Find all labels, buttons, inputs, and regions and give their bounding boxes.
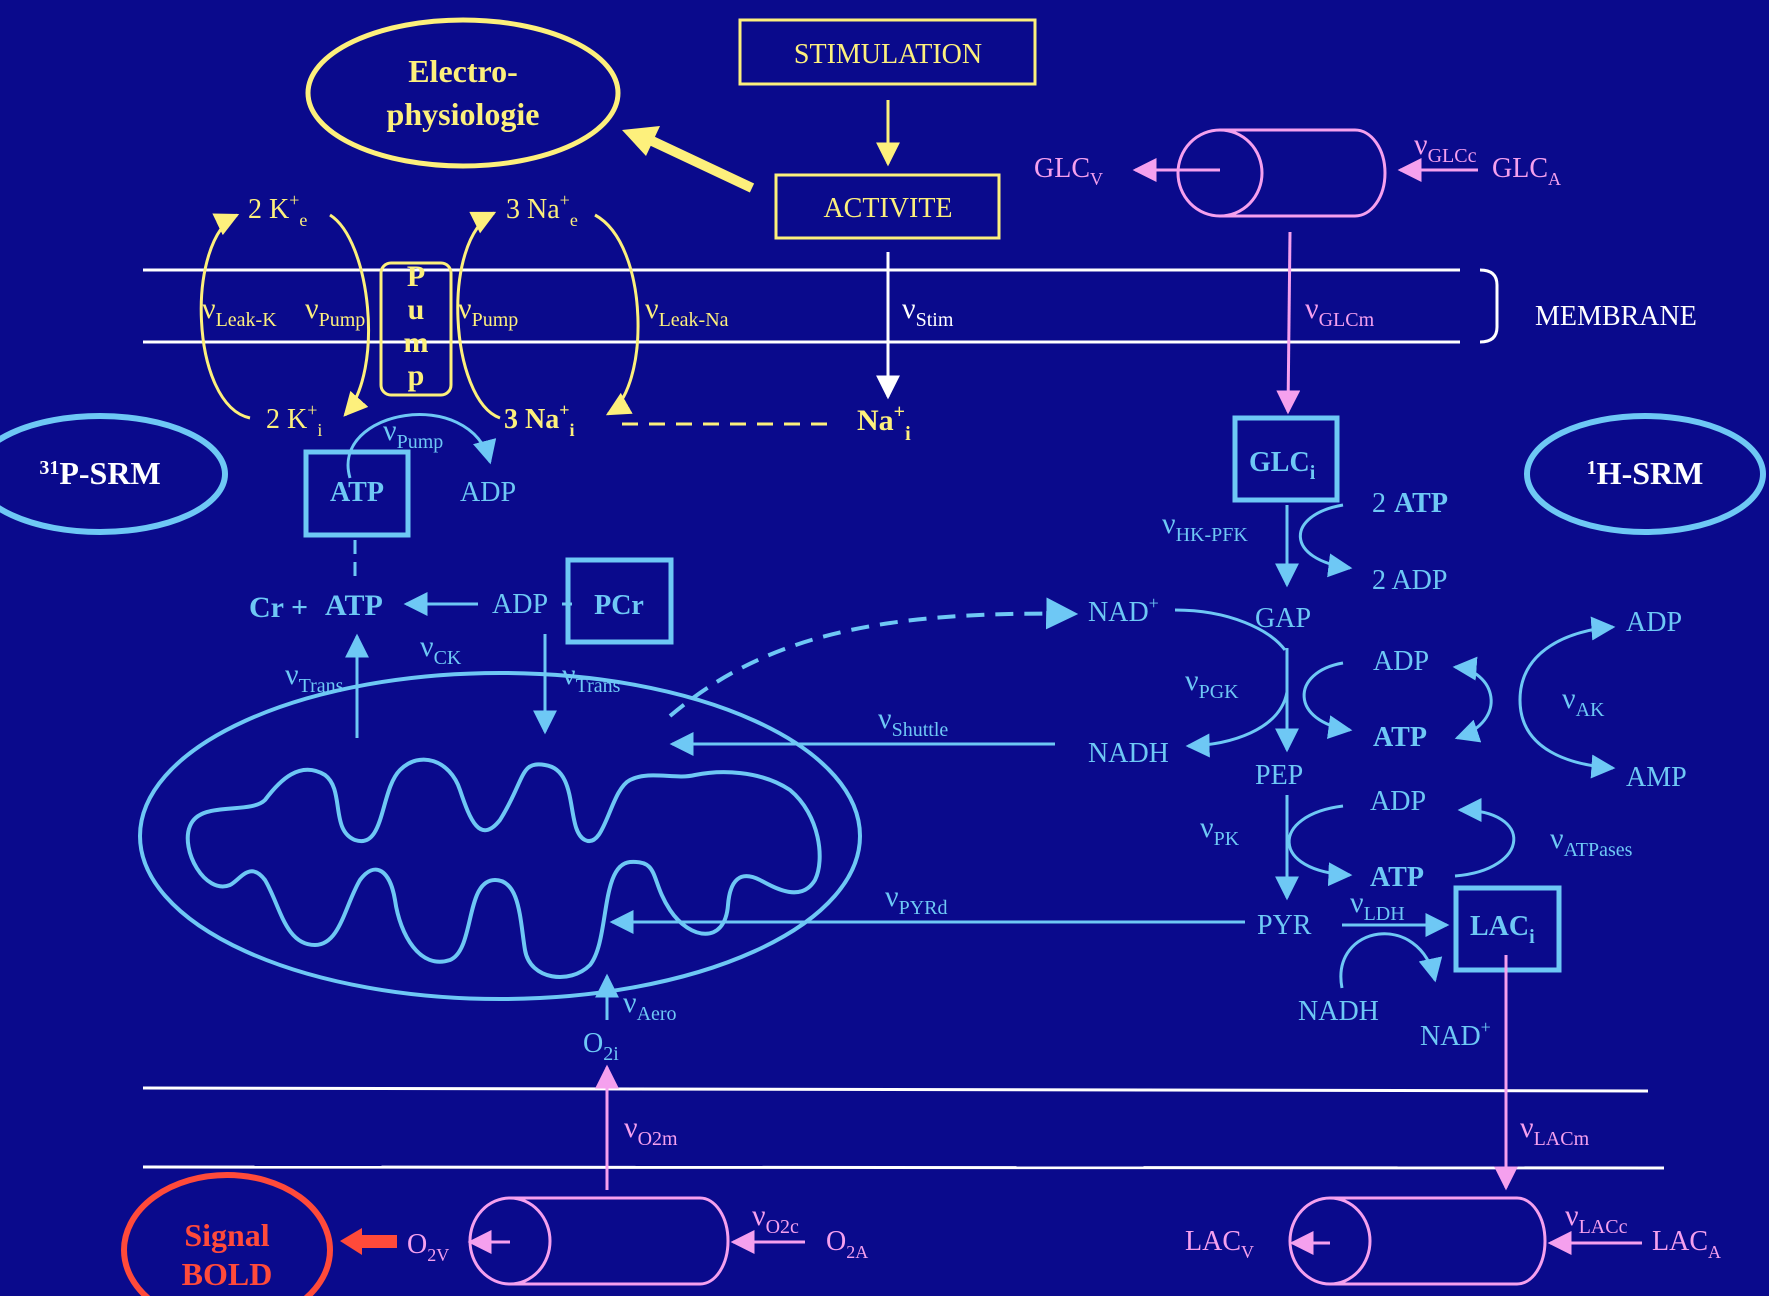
adp-pump-label: ADP bbox=[460, 477, 516, 508]
vessel-wall-top bbox=[143, 1088, 1648, 1091]
na-intracellular-label: 3 Na+i bbox=[504, 400, 575, 440]
ak-adp-arrow bbox=[1455, 667, 1491, 738]
glc-a-label: GLCA bbox=[1492, 153, 1561, 189]
v-o2m-label: νO2m bbox=[624, 1111, 678, 1150]
o2v-label: O2V bbox=[407, 1229, 449, 1265]
hk-pfk-atp-arrow bbox=[1300, 505, 1350, 568]
nad-plus-label: NAD+ bbox=[1088, 593, 1159, 628]
atp-pk-label: ATP bbox=[1370, 862, 1424, 893]
membrane-label: MEMBRANE bbox=[1535, 301, 1697, 332]
adp-pk-label: ADP bbox=[1370, 786, 1426, 817]
o2a-label: O2A bbox=[826, 1226, 868, 1262]
v-pump-k-label: νPump bbox=[305, 292, 365, 331]
mitochondrion-outer bbox=[140, 673, 860, 999]
v-pump-na-label: νPump bbox=[458, 292, 518, 331]
vessel-wall-bottom bbox=[143, 1167, 1664, 1168]
pyr-label: PYR bbox=[1257, 910, 1312, 941]
cr-label: Cr + bbox=[249, 591, 308, 624]
nadh-shuttle-label: NADH bbox=[1088, 738, 1169, 769]
nadh-ldh-label: NADH bbox=[1298, 996, 1379, 1027]
pep-label: PEP bbox=[1255, 760, 1303, 791]
v-atpases-label: νATPases bbox=[1550, 822, 1633, 861]
bold-arrow-head bbox=[340, 1228, 362, 1255]
lac-i-label: LACi bbox=[1470, 911, 1535, 948]
v-leak-na-label: νLeak-Na bbox=[645, 292, 729, 331]
bold-arrow-shaft bbox=[360, 1235, 397, 1248]
electrophysiologie-line1: Electro- bbox=[408, 53, 518, 89]
atp-box-label: ATP bbox=[330, 477, 384, 508]
signal-bold-line2: BOLD bbox=[182, 1256, 273, 1292]
h-srm-label: 1H-SRM bbox=[1587, 455, 1704, 491]
v-lacm-label: νLACm bbox=[1520, 1111, 1590, 1150]
v-shuttle-label: νShuttle bbox=[878, 702, 948, 741]
electrophysiologie-ellipse bbox=[308, 20, 618, 166]
atp-pgk-label: ATP bbox=[1373, 722, 1427, 753]
nad-dashed-arrow bbox=[670, 614, 1075, 716]
v-leak-k-label: νLeak-K bbox=[202, 292, 277, 331]
na-leak-arrow bbox=[595, 215, 638, 414]
amp-ak-label: AMP bbox=[1626, 762, 1687, 793]
stimulation-label: STIMULATION bbox=[794, 39, 982, 70]
membrane-bracket bbox=[1480, 270, 1497, 342]
na-stim-label: Na+i bbox=[857, 401, 911, 445]
atp-ck-label: ATP bbox=[325, 589, 383, 622]
v-lacc-label: νLACc bbox=[1565, 1199, 1628, 1238]
nad-ldh-label: NAD+ bbox=[1420, 1017, 1491, 1052]
adp-pgk-label: ADP bbox=[1373, 646, 1429, 677]
p-srm-label: 31P-SRM bbox=[39, 455, 160, 491]
ldh-nadh-arrow bbox=[1341, 934, 1435, 988]
glc-v-label: GLCV bbox=[1034, 153, 1103, 189]
activite-label: ACTIVITE bbox=[823, 193, 952, 224]
lac-a-label: LACA bbox=[1652, 1226, 1721, 1262]
glc-capillary-cylinder bbox=[1178, 130, 1385, 216]
pk-atp-arrow bbox=[1289, 806, 1350, 875]
v-pk-label: νPK bbox=[1200, 811, 1240, 850]
mitochondrion-cristae bbox=[188, 760, 820, 977]
v-aero-label: νAero bbox=[623, 986, 677, 1025]
activite-to-electro-arrow bbox=[650, 140, 752, 188]
adp-ck-label: ADP bbox=[492, 589, 548, 620]
adp-ak-label: ADP bbox=[1626, 607, 1682, 638]
k-extracellular-label: 2 K+e bbox=[248, 190, 307, 230]
na-extracellular-label: 3 Na+e bbox=[506, 190, 578, 230]
glc-i-label: GLCi bbox=[1249, 447, 1316, 484]
v-pump-atp-label: νPump bbox=[383, 414, 443, 453]
o2i-label: O2i bbox=[583, 1028, 619, 1065]
v-pyrd-label: νPYRd bbox=[885, 880, 947, 919]
v-hk-pfk-label: νHK-PFK bbox=[1162, 507, 1248, 546]
lac-capillary-cylinder bbox=[1290, 1198, 1545, 1284]
v-glcm-label: νGLCm bbox=[1305, 292, 1375, 331]
k-intracellular-label: 2 K+i bbox=[266, 400, 322, 440]
two-adp-label: 2 ADP bbox=[1372, 565, 1447, 596]
lac-v-label: LACV bbox=[1185, 1226, 1254, 1262]
atpases-arrow bbox=[1455, 810, 1514, 876]
v-pgk-label: νPGK bbox=[1185, 664, 1239, 703]
glcm-arrow bbox=[1288, 232, 1290, 412]
v-stim-label: νStim bbox=[902, 292, 954, 331]
gap-label: GAP bbox=[1255, 603, 1311, 634]
pgk-atp-arrow bbox=[1304, 663, 1350, 730]
electrophysiologie-line2: physiologie bbox=[387, 96, 540, 132]
v-glcc-label: νGLCc bbox=[1414, 128, 1477, 167]
v-ck-label: νCK bbox=[420, 630, 462, 669]
pcr-label: PCr bbox=[594, 590, 644, 621]
v-o2c-label: νO2c bbox=[752, 1199, 799, 1238]
signal-bold-line1: Signal bbox=[184, 1217, 269, 1253]
v-ak-label: νAK bbox=[1562, 682, 1605, 721]
